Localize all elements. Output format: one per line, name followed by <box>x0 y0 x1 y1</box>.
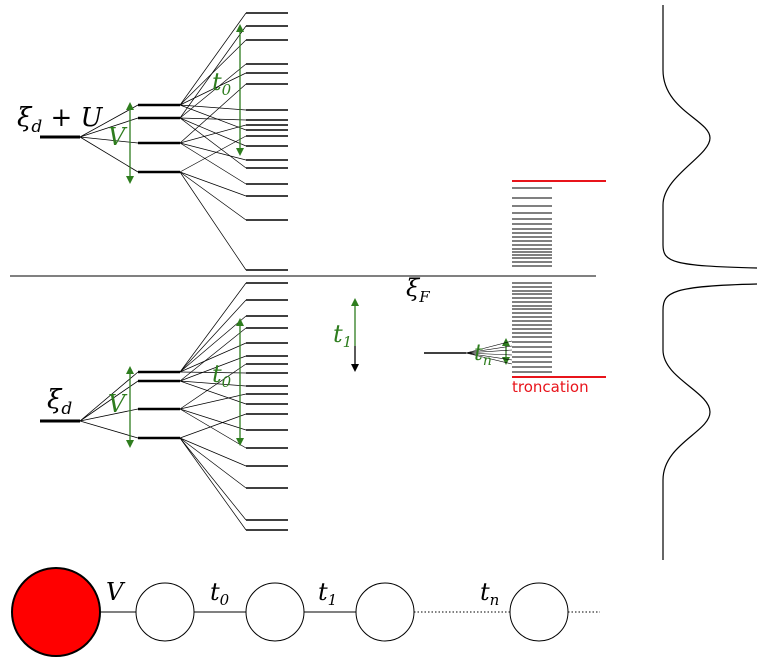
label-tn: tn <box>474 341 492 369</box>
label-v-upper: V <box>108 123 128 151</box>
dense-level-band <box>512 187 552 373</box>
label-v-lower: V <box>108 390 128 418</box>
label-t0-lower: t0 <box>212 360 232 391</box>
label-t1: t1 <box>333 320 352 351</box>
label-xi-d: ξd <box>47 385 72 419</box>
chain-site-n <box>509 582 569 642</box>
chain-label-t1: t1 <box>318 578 337 609</box>
label-truncation: troncation <box>512 378 589 396</box>
label-xi-d-plus-u: ξd + U <box>17 103 104 137</box>
lower-cascade <box>40 282 288 531</box>
spectral-density-curve <box>662 5 757 560</box>
chain-site-2 <box>355 582 415 642</box>
chain-label-tn: tn <box>480 578 499 609</box>
chain-label-v: V <box>106 578 126 606</box>
chain-site-1 <box>245 582 305 642</box>
label-xi-f: ξF <box>406 274 430 306</box>
label-t0-upper: t0 <box>212 68 232 99</box>
chain-site-0 <box>135 582 195 642</box>
energy-labels: ξd + U ξd ξF <box>17 103 430 419</box>
chain-label-t0: t0 <box>210 578 230 609</box>
tail-fan <box>424 340 513 365</box>
upper-cascade <box>40 12 288 271</box>
hopping-arrows <box>126 24 510 448</box>
impurity-site <box>11 567 101 657</box>
hopping-labels: V V t0 t0 t1 tn <box>108 68 492 418</box>
wilson-chain: V t0 t1 tn <box>11 567 600 657</box>
